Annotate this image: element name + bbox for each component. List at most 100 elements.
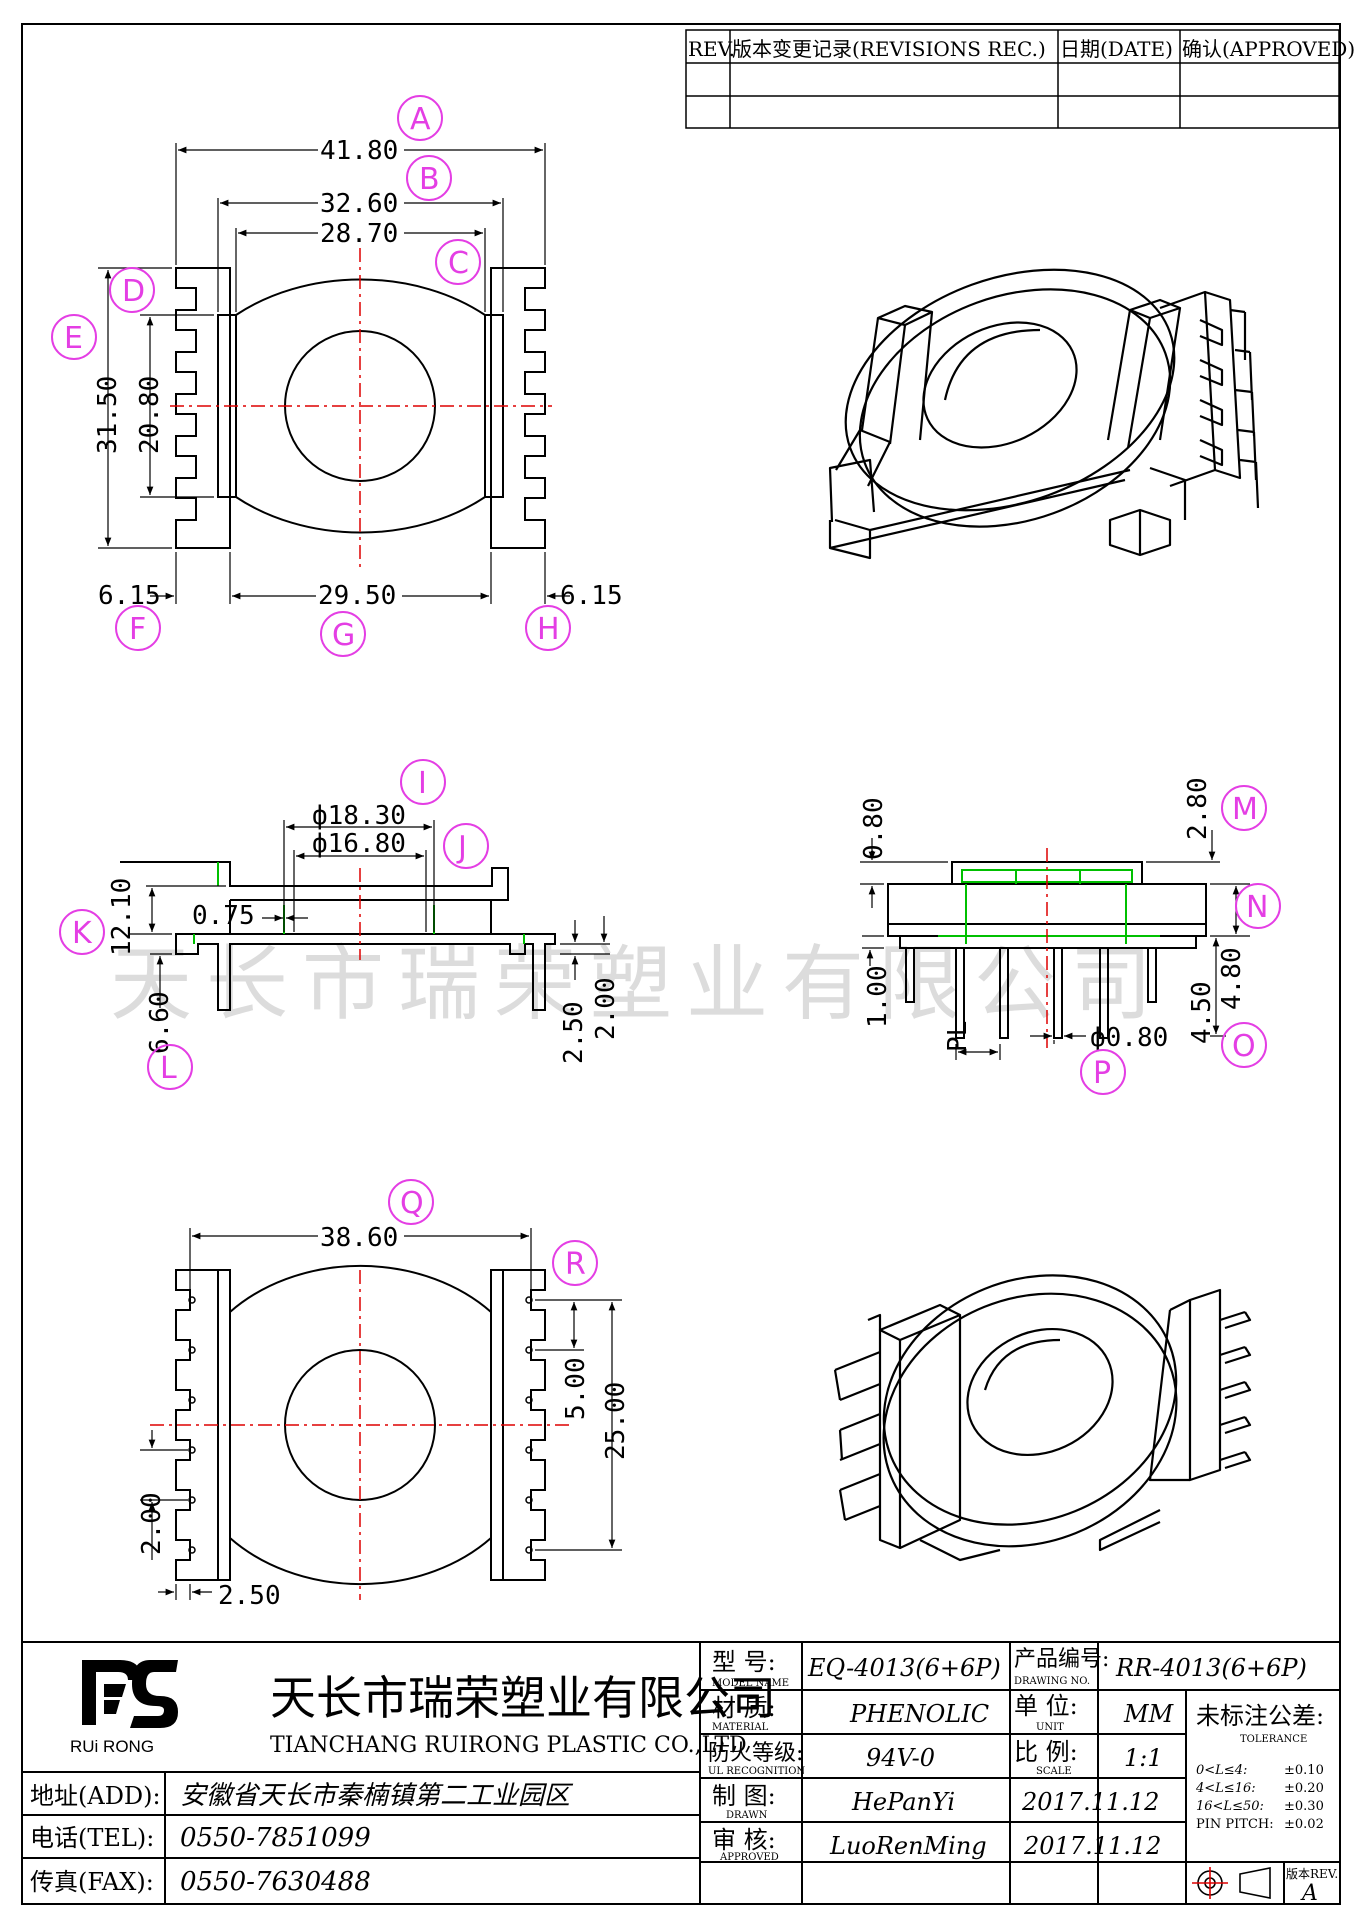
logo-text: RUi RONG <box>70 1737 154 1756</box>
model-label-en: MODEL NAME <box>712 1678 789 1689</box>
drawn-date: 2017.11.12 <box>1021 1788 1159 1816</box>
dim-r2: 25.00 <box>601 1382 631 1460</box>
material-label-en: MATERIAL <box>712 1722 769 1733</box>
dim-b-bg <box>318 188 404 216</box>
model-label: 型 号: <box>712 1648 776 1676</box>
label-a: A <box>410 102 431 137</box>
date-header: 日期(DATE) <box>1060 37 1173 61</box>
dim-c: 28.70 <box>320 219 398 249</box>
drawing-no-value: RR-4013(6+6P) <box>1115 1654 1307 1682</box>
tolerance-title-en: TOLERANCE <box>1240 1734 1307 1745</box>
unit-label: 单 位: <box>1014 1692 1078 1720</box>
ul-value: 94V-0 <box>866 1744 935 1772</box>
label-n: N <box>1246 890 1268 925</box>
label-b: B <box>419 162 440 197</box>
tol-range-4: PIN PITCH: <box>1196 1817 1274 1832</box>
bottom-view-dimlines <box>140 1228 622 1600</box>
label-i: I <box>418 766 427 801</box>
title-block-grid <box>22 1641 1340 1904</box>
iso-view-top <box>828 268 1260 560</box>
tol-range-3: 16<L≤50: <box>1196 1799 1264 1814</box>
tol-value-3: ±0.30 <box>1284 1799 1324 1814</box>
sheet-border <box>21 23 1341 1905</box>
side-view <box>120 861 556 1011</box>
scale-label: 比 例: <box>1014 1738 1078 1766</box>
dim-d: 31.50 <box>93 376 123 454</box>
dim-o1: 4.50 <box>1187 981 1217 1044</box>
dim-p: ф0.80 <box>1090 1023 1168 1053</box>
top-view-centerlines <box>170 248 552 568</box>
label-p: P <box>1093 1056 1111 1091</box>
callout-letters: A B C D E F G H I J K L M N O P Q R <box>64 102 1268 1282</box>
dim-k: 12.10 <box>107 878 137 956</box>
projection-symbol-icon <box>1192 1867 1271 1899</box>
side-view-dimlines <box>130 820 610 1008</box>
approved-date: 2017.11.12 <box>1023 1832 1161 1860</box>
revisions-header: 版本变更记录(REVISIONS REC.) <box>732 37 1046 61</box>
tol-value-1: ±0.10 <box>1284 1763 1324 1778</box>
dim-b: 32.60 <box>320 189 398 219</box>
tel-value: 0550-7851099 <box>180 1823 371 1853</box>
dim-a-bg <box>318 135 404 163</box>
front-view-dimlines <box>860 830 1250 1060</box>
drawing-no-label: 产品编号: <box>1014 1647 1109 1672</box>
dim-s1: 2.50 <box>559 1001 589 1064</box>
dim-o2: 1.00 <box>863 965 893 1028</box>
label-h: H <box>537 612 560 647</box>
approved-header: 确认(APPROVED) <box>1182 37 1355 61</box>
revision-table <box>685 29 1340 129</box>
label-c: C <box>448 246 469 281</box>
tol-range-2: 4<L≤16: <box>1195 1781 1256 1796</box>
label-j: J <box>456 830 467 865</box>
label-l: L <box>160 1051 177 1086</box>
dim-j: ф16.80 <box>312 829 406 859</box>
unit-label-en: UNIT <box>1036 1722 1064 1733</box>
address-value: 安徽省天长市秦楠镇第二工业园区 <box>180 1781 574 1811</box>
label-k: K <box>72 916 93 951</box>
dim-g-bg <box>316 580 402 608</box>
dim-b2: 2.50 <box>218 1581 281 1611</box>
dim-b1: 2.00 <box>137 1492 167 1555</box>
tel-label: 电话(TEL): <box>30 1824 154 1852</box>
tol-value-4: ±0.02 <box>1284 1817 1324 1832</box>
rev-label: 版本REV. <box>1286 1867 1338 1881</box>
dim-c-bg <box>318 218 404 246</box>
dim-m0: 0.80 <box>859 797 889 860</box>
watermark: 天长市瑞荣塑业有限公司 <box>110 937 1166 1032</box>
approved-label: 审 核: <box>712 1826 776 1854</box>
address-label: 地址(ADD): <box>30 1782 161 1810</box>
model-value: EQ-4013(6+6P) <box>807 1654 1001 1682</box>
label-e: E <box>64 321 83 356</box>
rev-value: A <box>1300 1881 1318 1906</box>
dim-i: ф18.30 <box>312 801 406 831</box>
bottom-view-centerlines <box>150 1270 570 1600</box>
label-q: Q <box>400 1186 424 1221</box>
company-name-en: TIANCHANG RUIRONG PLASTIC CO.,LTD <box>270 1733 747 1758</box>
ul-label: 防火等级: <box>708 1741 803 1766</box>
scale-value: 1:1 <box>1124 1744 1163 1772</box>
dim-s2: 2.00 <box>591 977 621 1040</box>
dim-q: 38.60 <box>320 1223 398 1253</box>
label-g: G <box>332 618 355 653</box>
material-label: 材 质: <box>712 1694 776 1722</box>
fax-label: 传真(FAX): <box>30 1868 154 1896</box>
dim-k2: 0.75 <box>192 901 255 931</box>
label-o: O <box>1232 1029 1256 1064</box>
label-f: F <box>129 612 146 647</box>
label-r: R <box>565 1247 586 1282</box>
callout-labels <box>51 95 1281 1286</box>
tolerance-title: 未标注公差: <box>1196 1702 1324 1730</box>
dim-e: 20.80 <box>135 376 165 454</box>
dim-g: 29.50 <box>318 581 396 611</box>
tol-range-1: 0<L≤4: <box>1196 1763 1247 1778</box>
ul-label-en: UL RECOGNITION <box>708 1766 805 1777</box>
rev-header: REV. <box>688 37 735 61</box>
drawn-label: 制 图: <box>712 1782 776 1810</box>
dim-m: 2.80 <box>1183 777 1213 840</box>
material-value: PHENOLIC <box>849 1700 989 1728</box>
dim-r1: 5.00 <box>561 1357 591 1420</box>
label-m: M <box>1232 792 1258 827</box>
dim-q-bg <box>318 1222 404 1250</box>
company-name-cn: 天长市瑞荣塑业有限公司 <box>270 1671 776 1725</box>
